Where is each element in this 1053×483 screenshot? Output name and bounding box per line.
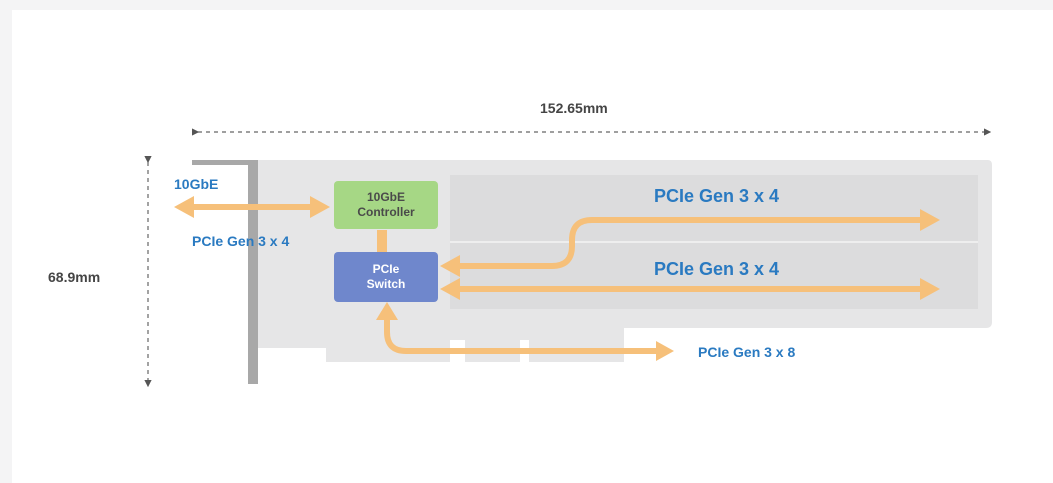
ethernet-controller-chip: 10GbE Controller bbox=[334, 181, 438, 229]
controller-label-line1: 10GbE bbox=[366, 190, 405, 204]
diagram-canvas: 10GbE Controller PCIe Switch 152.65mm 68… bbox=[12, 10, 1053, 483]
arrows bbox=[174, 196, 940, 361]
upper-slot-label: PCIe Gen 3 x 4 bbox=[654, 186, 780, 206]
lower-slot-label: PCIe Gen 3 x 4 bbox=[654, 259, 780, 279]
switch-label-line1: PCIe bbox=[372, 262, 400, 276]
upper-slot-panel bbox=[450, 175, 978, 241]
pcie-switch-chip: PCIe Switch bbox=[334, 252, 438, 302]
bracket-bar bbox=[248, 160, 258, 384]
ethernet-port-label: 10GbE bbox=[174, 176, 219, 192]
diagram-graphics bbox=[144, 128, 992, 388]
arrow-paths bbox=[384, 217, 922, 354]
controller-link-label: PCIe Gen 3 x 4 bbox=[192, 233, 290, 249]
lower-slot-panel bbox=[450, 243, 978, 309]
host-link-label: PCIe Gen 3 x 8 bbox=[698, 344, 796, 360]
controller-label-line2: Controller bbox=[357, 205, 415, 219]
bracket-top bbox=[192, 160, 258, 165]
switch-label-line2: Switch bbox=[366, 277, 406, 291]
width-dimension-label: 152.65mm bbox=[540, 100, 608, 116]
height-dimension-label: 68.9mm bbox=[48, 269, 101, 285]
